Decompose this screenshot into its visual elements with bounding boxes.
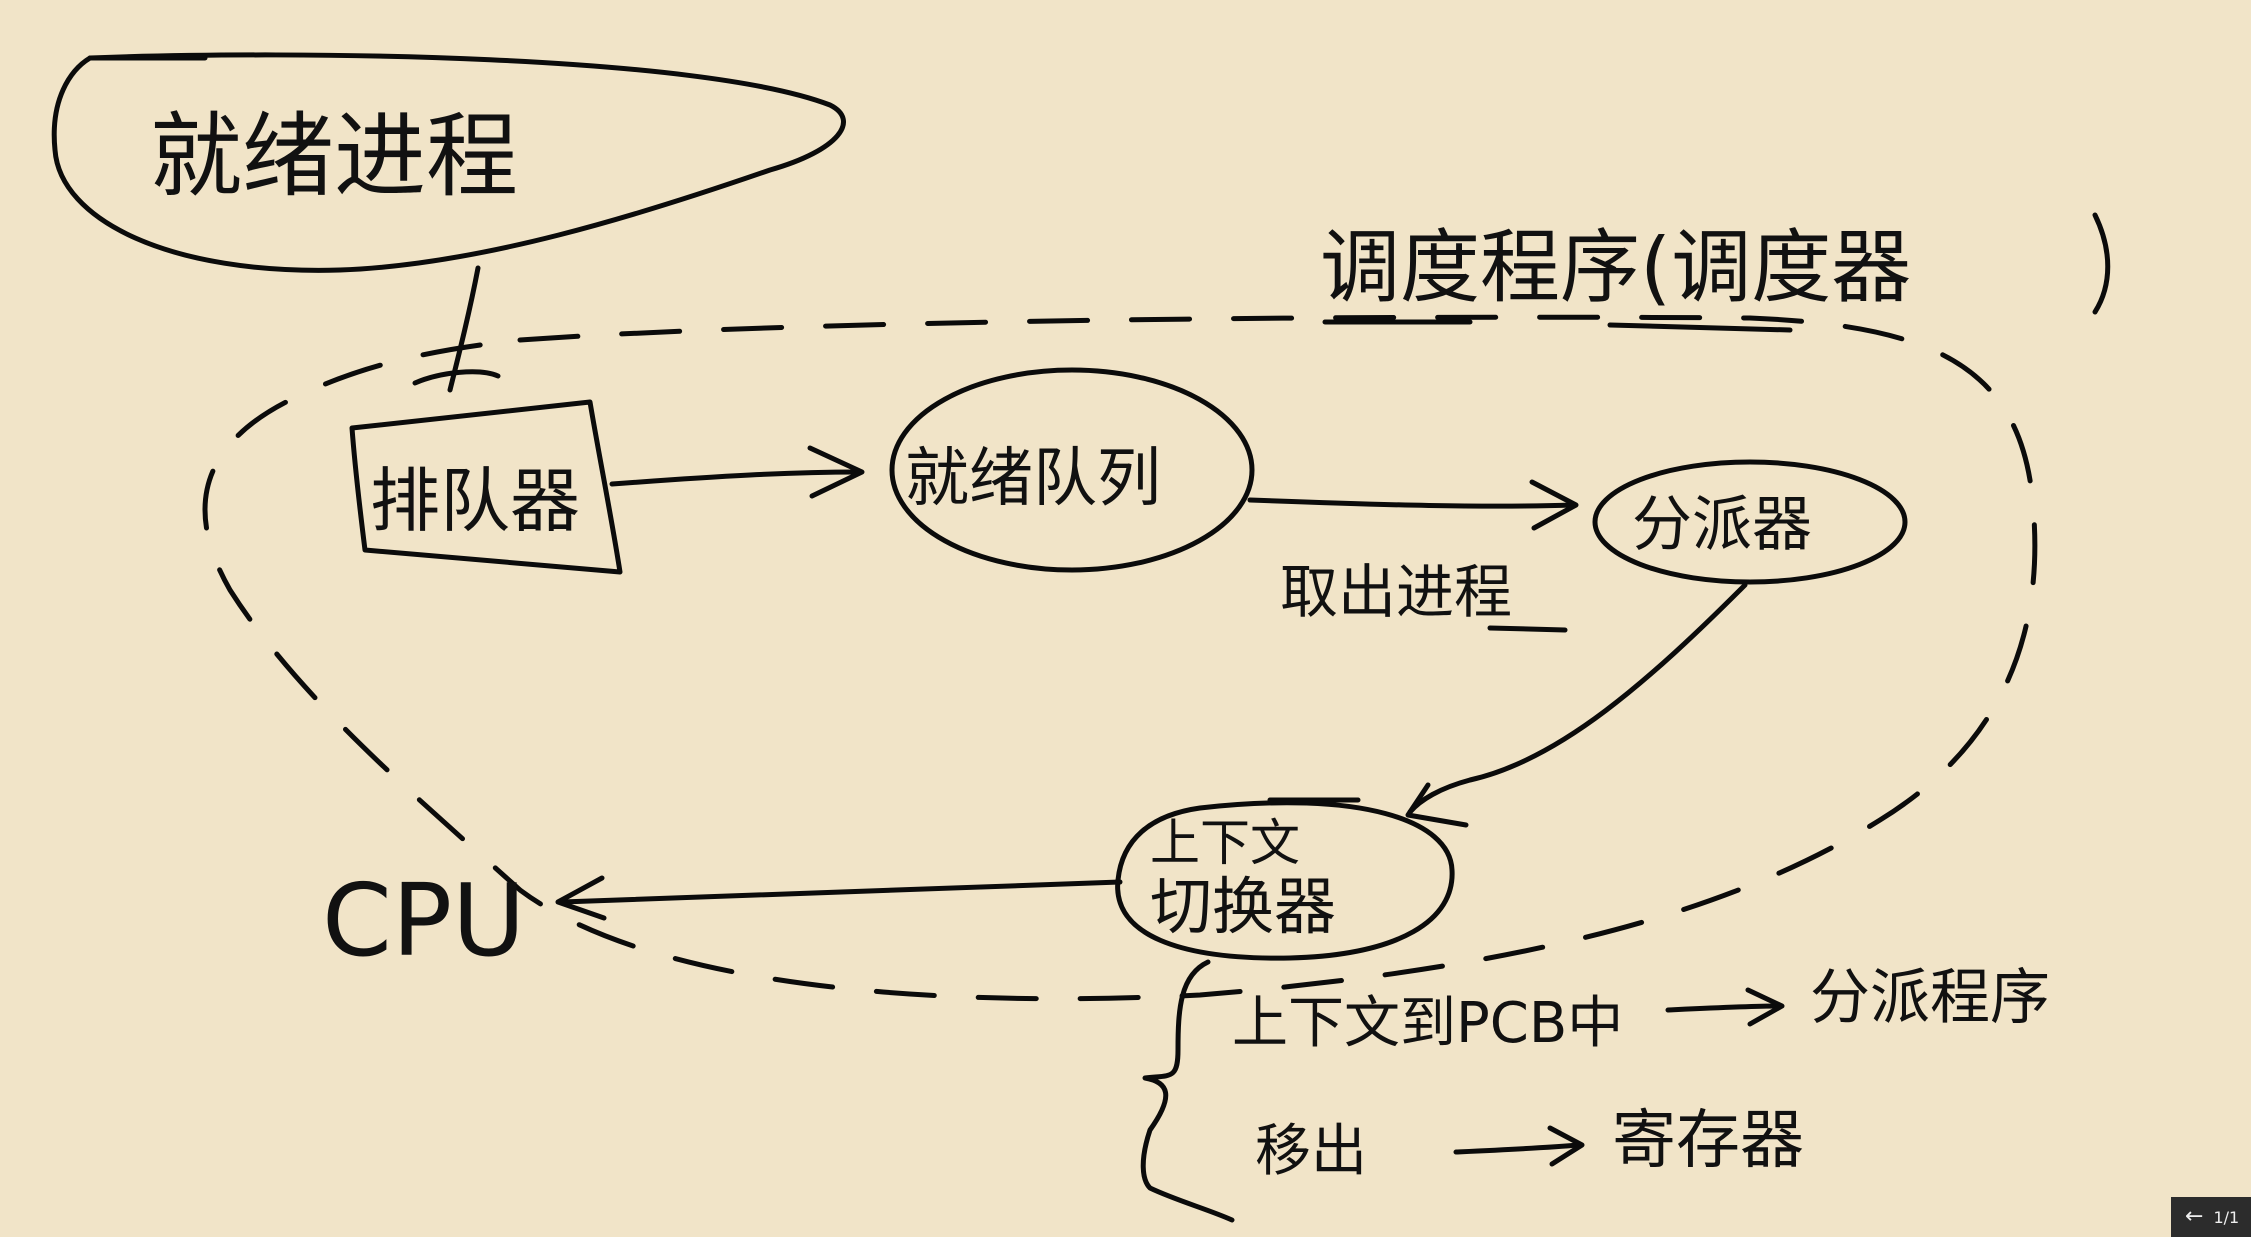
page-indicator[interactable]: ← 1/1: [2171, 1197, 2251, 1237]
scheduler-underline-2: [1607, 322, 1793, 333]
queue-to-dispatcher-arrow: [1247, 497, 1575, 509]
enqueuer-to-queue-arrowhead: [807, 445, 865, 499]
cpu-label: CPU: [322, 862, 525, 979]
ready-processes-ellipse: [51, 52, 846, 273]
dispatcher-ellipse: [1592, 459, 1908, 585]
context-switcher-ellipse: [1115, 800, 1455, 961]
dispatcher-to-switcher-arrowhead: [1405, 782, 1469, 828]
ready-queue-label: 就绪队列: [905, 442, 1161, 516]
enqueuer-to-queue-arrow: [609, 469, 861, 487]
context-switcher-label-line2: 切换器: [1150, 870, 1336, 943]
move-out-to-registers-arrowhead: [1547, 1125, 1585, 1167]
enqueuer-entry-mark: [412, 369, 501, 386]
dispatcher-program-annotation: 分派程序: [1810, 963, 2050, 1033]
arrow-left-icon[interactable]: ←: [2185, 1204, 2204, 1229]
enqueuer-label: 排队器: [370, 460, 580, 542]
ready-to-enqueuer-line: [447, 265, 481, 393]
dispatcher-label: 分派器: [1632, 490, 1812, 560]
scheduler-closing-paren: [2092, 212, 2111, 315]
take-process-underline: [1487, 625, 1568, 633]
registers-annotation: 寄存器: [1612, 1104, 1804, 1178]
page-counter: 1/1: [2213, 1207, 2240, 1227]
ready-queue-ellipse: [889, 367, 1255, 573]
save-context-annotation: 上下文到PCB中: [1232, 991, 1623, 1056]
switcher-to-cpu-arrowhead: [555, 875, 607, 921]
ready-processes-label: 就绪进程: [150, 103, 518, 210]
context-switcher-label-line1: 上下文: [1150, 814, 1300, 872]
move-out-to-registers-arrow: [1453, 1142, 1581, 1155]
switcher-to-cpu-arrow: [559, 879, 1123, 905]
save-to-dispatcher-program-arrowhead: [1745, 987, 1785, 1027]
enqueuer-box: [349, 399, 623, 575]
move-out-annotation: 移出: [1255, 1119, 1367, 1184]
scheduler-boundary: [202, 314, 2038, 1002]
task-brace: [1140, 959, 1235, 1223]
dispatcher-to-switcher-arrow: [1407, 582, 1748, 815]
scheduler-label: 调度程序(调度器: [1320, 221, 1911, 314]
save-to-dispatcher-program-arrow: [1665, 1003, 1781, 1013]
queue-to-dispatcher-arrowhead: [1529, 479, 1579, 531]
take-process-annotation: 取出进程: [1280, 558, 1512, 626]
